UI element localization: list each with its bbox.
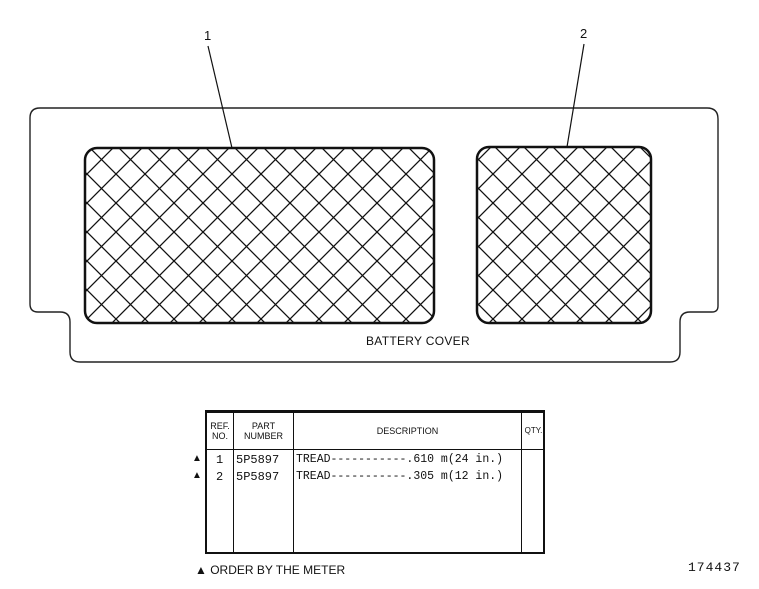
header-qty: QTY.: [524, 426, 543, 435]
tread-1: [83, 146, 436, 325]
row-part: 5P5897: [236, 470, 280, 484]
header-part-number: PART NUMBER: [243, 421, 283, 441]
row-ref: 1: [216, 453, 224, 467]
col-divider-desc: [521, 413, 522, 552]
table-row: 2 5P5897 TREAD-----------.305 m(12 in.): [207, 470, 543, 486]
cover-label: BATTERY COVER: [366, 334, 470, 348]
leader-line-2: [566, 43, 585, 148]
header-description: DESCRIPTION: [376, 426, 439, 436]
header-divider: [207, 449, 543, 450]
row-part: 5P5897: [236, 453, 280, 467]
leader-line-1: [207, 45, 233, 149]
callout-1: 1: [204, 28, 212, 43]
col-divider-ref: [233, 413, 234, 552]
row-marker-2: ▲: [192, 470, 202, 481]
row-marker-1: ▲: [192, 453, 202, 464]
callout-2: 2: [580, 26, 588, 41]
tread-2: [475, 145, 653, 325]
cover-outline: [29, 107, 719, 363]
footnote: ▲ ORDER BY THE METER: [195, 563, 346, 577]
row-ref: 2: [216, 470, 224, 484]
col-divider-part: [293, 413, 294, 552]
header-ref-no: REF. NO.: [210, 421, 230, 441]
row-description: TREAD-----------.305 m(12 in.): [296, 470, 504, 483]
row-description: TREAD-----------.610 m(24 in.): [296, 453, 504, 466]
parts-table: REF. NO. PART NUMBER DESCRIPTION QTY. 1 …: [205, 410, 545, 554]
figure-number: 174437: [688, 560, 741, 575]
table-row: 1 5P5897 TREAD-----------.610 m(24 in.): [207, 453, 543, 469]
